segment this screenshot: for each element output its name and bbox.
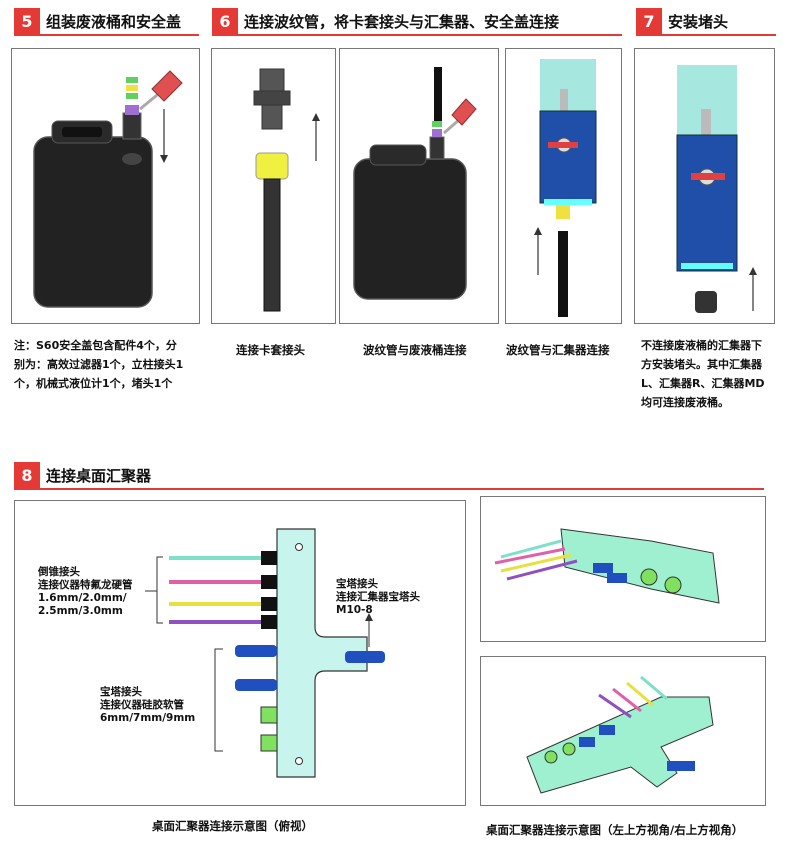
label-line: 倒锥接头 — [38, 566, 80, 578]
note-plug: 不连接废液桶的汇集器下 方安装堵头。其中汇集器 L、汇集器R、汇集器MD 均可连… — [641, 336, 781, 412]
label-cone-connector: 倒锥接头 连接仪器特氟龙硬管 1.6mm/2.0mm/ 2.5mm/3.0mm — [38, 566, 133, 618]
label-line: 6mm/7mm/9mm — [100, 712, 196, 724]
label-barb-silicone: 宝塔接头 连接仪器硅胶软管 6mm/7mm/9mm — [100, 686, 195, 725]
panel-install-plug — [634, 48, 775, 324]
caption-tube-bottle: 波纹管与废液桶连接 — [363, 343, 467, 357]
panel-waste-bottle-assembly — [11, 48, 200, 324]
manifold-top-view-diagram — [145, 528, 385, 778]
section-number: 7 — [636, 8, 662, 36]
section-5-header: 5 组装废液桶和安全盖 — [14, 8, 199, 36]
section-number: 6 — [212, 8, 238, 36]
manifold-right-view-illustration — [526, 675, 714, 794]
ferrule-illustration — [253, 68, 320, 312]
note-line: 注：S60安全盖包含配件4个，分 — [14, 339, 177, 352]
waste-bottle-illustration — [33, 70, 183, 308]
note-line: 方安装堵头。其中汇集器 — [641, 358, 762, 371]
section-number: 8 — [14, 462, 40, 490]
note-line: 别为：高效过滤器1个，立柱接头1 — [14, 358, 184, 371]
label-barb-collector: 宝塔接头 连接汇集器宝塔头 M10-8 — [336, 578, 420, 617]
label-line: 连接汇集器宝塔头 — [336, 591, 420, 603]
collector-tube-illustration — [534, 59, 597, 317]
section-6-header: 6 连接波纹管，将卡套接头与汇集器、安全盖连接 — [212, 8, 622, 36]
plug-illustration — [676, 65, 757, 313]
note-line: 不连接废液桶的汇集器下 — [641, 339, 762, 352]
section-rule — [14, 34, 199, 36]
panel-ferrule-connector — [211, 48, 336, 324]
caption-top-view: 桌面汇聚器连接示意图（俯视） — [152, 819, 313, 833]
section-number: 5 — [14, 8, 40, 36]
section-title: 连接桌面汇聚器 — [46, 467, 152, 485]
label-line: 1.6mm/2.0mm/ — [38, 592, 127, 604]
panel-tube-to-collector — [505, 48, 622, 324]
label-line: 宝塔接头 — [100, 686, 142, 698]
note-safety-cap-parts: 注：S60安全盖包含配件4个，分 别为：高效过滤器1个，立柱接头1 个，机械式液… — [14, 336, 204, 393]
label-line: 2.5mm/3.0mm — [38, 605, 123, 617]
section-rule — [636, 34, 776, 36]
panel-manifold-right-view — [480, 656, 766, 806]
note-line: L、汇集器R、汇集器MD — [641, 377, 765, 390]
section-title: 安装堵头 — [668, 13, 729, 31]
note-line: 均可连接废液桶。 — [641, 396, 729, 409]
label-line: 连接仪器特氟龙硬管 — [38, 579, 133, 591]
caption-ferrule: 连接卡套接头 — [236, 343, 305, 357]
manifold-left-view-illustration — [494, 528, 720, 604]
panel-desktop-manifold-top-view — [14, 500, 466, 806]
section-7-header: 7 安装堵头 — [636, 8, 776, 36]
section-8-header: 8 连接桌面汇聚器 — [14, 462, 764, 490]
caption-3d-views: 桌面汇聚器连接示意图（左上方视角/右上方视角） — [486, 823, 744, 837]
label-line: 连接仪器硅胶软管 — [100, 699, 184, 711]
panel-manifold-left-view — [480, 496, 766, 642]
section-rule — [14, 488, 764, 490]
note-line: 个，机械式液位计1个，堵头1个 — [14, 377, 173, 390]
section-rule — [212, 34, 622, 36]
section-title: 组装废液桶和安全盖 — [46, 13, 182, 31]
label-line: M10-8 — [336, 604, 373, 616]
label-line: 宝塔接头 — [336, 578, 378, 590]
panel-tube-to-bottle — [339, 48, 499, 324]
tube-bottle-illustration — [353, 67, 477, 300]
caption-tube-collector: 波纹管与汇集器连接 — [506, 343, 610, 357]
section-title: 连接波纹管，将卡套接头与汇集器、安全盖连接 — [244, 13, 560, 31]
